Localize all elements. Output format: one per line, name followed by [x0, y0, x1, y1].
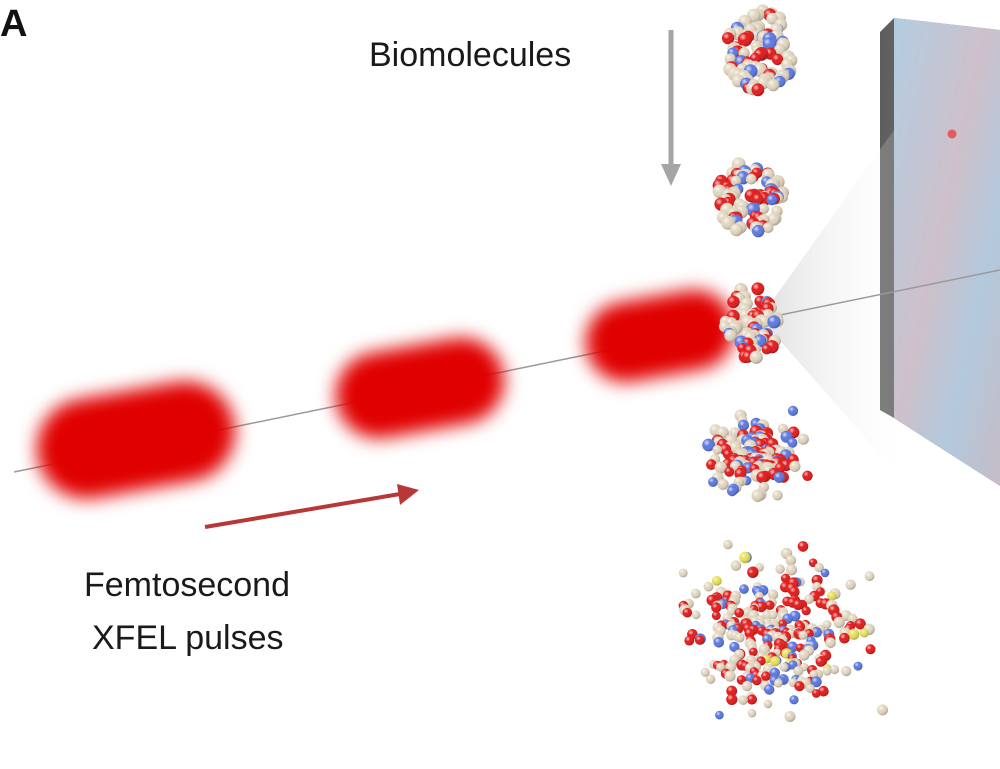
- detector: [880, 18, 1000, 486]
- drop-arrow: [661, 30, 681, 186]
- biomolecules-sequence: [678, 4, 888, 722]
- biomolecule-5-fragmented: [678, 539, 888, 722]
- pulse-direction-arrow: [204, 484, 419, 529]
- panel-letter: A: [0, 3, 27, 45]
- biomolecule-2-intact: [712, 157, 790, 238]
- diffraction-cone: [760, 130, 894, 470]
- xfel-pulse-2: [335, 337, 505, 439]
- detector-screen: [894, 18, 1000, 486]
- pulses-label-line2: XFEL pulses: [92, 619, 284, 657]
- biomolecule-1-intact: [722, 4, 798, 97]
- biomolecule-3-hit: [719, 282, 784, 364]
- pulses-label-line1: Femtosecond: [84, 566, 290, 604]
- xfel-pulse-1: [36, 381, 236, 499]
- biomolecule-4-exploding: [702, 405, 813, 503]
- xfel-pulses: [36, 289, 735, 499]
- biomolecules-label: Biomolecules: [369, 36, 571, 74]
- xfel-pulse-3: [585, 289, 735, 383]
- diffraction-spot: [947, 129, 957, 139]
